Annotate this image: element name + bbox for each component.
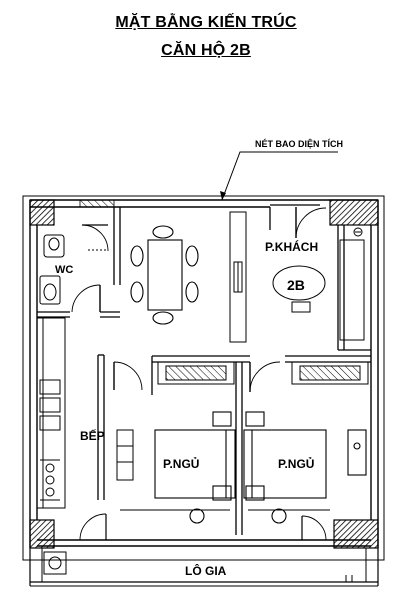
room-label-kitchen: BẾP <box>80 428 105 443</box>
boundary-annotation: NÉT BAO DIỆN TÍCH <box>220 138 343 201</box>
plan-title: MẶT BẰNG KIẾN TRÚC <box>115 14 297 31</box>
room-label-living: P.KHÁCH <box>265 239 318 254</box>
door-swings <box>71 207 330 541</box>
kitchen-counter <box>36 317 66 509</box>
structural-columns <box>29 199 379 549</box>
wardrobes <box>157 361 369 385</box>
kitchen-cabinet <box>116 429 134 481</box>
unit-tag: 2B <box>287 277 305 293</box>
loggia-fixtures <box>43 551 353 582</box>
beds <box>154 411 367 524</box>
room-label-wc: WC <box>55 264 73 276</box>
area-boundary-line <box>22 195 385 561</box>
tv-partition <box>229 211 247 343</box>
plan-subtitle: CĂN HỘ 2B <box>161 42 251 59</box>
wc-fixtures <box>39 234 108 305</box>
room-label-loggia: LÔ GIA <box>185 563 227 578</box>
boundary-note-label: NÉT BAO DIỆN TÍCH <box>255 138 343 149</box>
room-label-bedroom-right: P.NGỦ <box>278 456 314 471</box>
living-furniture <box>272 227 365 341</box>
room-label-bedroom-left: P.NGỦ <box>163 456 199 471</box>
outer-walls <box>29 199 379 587</box>
dining-table <box>130 225 199 325</box>
interior-walls <box>37 207 371 535</box>
